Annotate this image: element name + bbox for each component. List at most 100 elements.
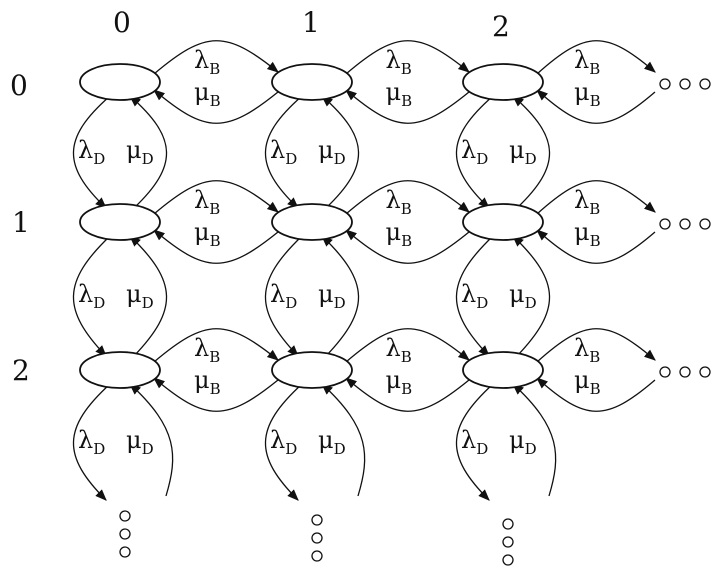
arc-vert-down-r0-c1 [264,95,303,209]
transition-arcs [72,40,656,501]
label-birth-r0-c2: λB [574,46,600,78]
arc-death-r0-c0 [153,89,279,124]
arc-birth-r2-c2 [536,328,656,363]
arc-death-r0-c2 [536,89,656,124]
row-2-continuation-dot-0 [659,366,671,378]
column-header-0: 0 [113,6,131,39]
arc-death-r1-c0 [153,229,279,264]
arc-vert-up-r2-c1 [321,383,366,497]
label-vdeath-r0-c0: μD [126,136,154,168]
continuation-dots [119,78,711,566]
label-vdeath-r0-c1: μD [318,136,346,168]
label-vbirth-r1-c2: λD [461,280,488,312]
label-birth-r0-c1: λB [386,46,412,78]
label-birth-r2-c0: λB [194,334,220,366]
label-vdeath-r2-c0: μD [126,426,154,458]
col-1-continuation-dot-2 [311,550,323,562]
label-death-r0-c1: μB [386,78,413,110]
label-vdeath-r2-c1: μD [318,426,346,458]
column-header-1: 1 [302,6,320,39]
label-death-r0-c0: μB [194,78,221,110]
arc-birth-r1-c0 [153,180,279,215]
label-birth-r1-c0: λB [194,186,220,218]
state-node-r1-c2 [462,203,544,241]
label-vdeath-r1-c2: μD [509,280,537,312]
arc-death-r2-c2 [536,377,656,412]
label-vbirth-r0-c2: λD [461,136,488,168]
row-2-continuation-dot-1 [679,366,691,378]
arc-vert-up-r0-c1 [321,95,360,209]
state-nodes [79,63,544,389]
label-vbirth-r2-c1: λD [270,426,297,458]
arc-vert-down-r0-c0 [72,95,111,209]
row-header-2: 2 [12,354,30,387]
arc-vert-up-r2-c0 [129,383,174,497]
col-0-continuation-dot-2 [119,546,131,558]
label-birth-r1-c1: λB [386,186,412,218]
arc-birth-r1-c1 [345,180,470,215]
label-birth-r0-c0: λB [194,46,220,78]
arc-vert-down-r1-c0 [72,235,111,357]
arc-vert-up-r1-c1 [321,235,360,357]
row-header-1: 1 [12,206,30,239]
arc-death-r1-c1 [345,229,470,264]
state-node-r2-c1 [271,351,353,389]
arc-vert-down-r1-c2 [455,235,494,357]
col-1-continuation-dot-1 [311,532,323,544]
arc-vert-up-r1-c0 [129,235,168,357]
label-death-r1-c1: μB [386,218,413,250]
state-node-r1-c1 [271,203,353,241]
arc-vert-down-r0-c2 [455,95,494,209]
row-0-continuation-dot-0 [659,78,671,90]
label-vbirth-r2-c2: λD [461,426,488,458]
row-0-continuation-dot-2 [699,78,711,90]
col-2-continuation-dot-0 [502,518,514,530]
label-vdeath-r0-c2: μD [509,136,537,168]
label-birth-r2-c1: λB [386,334,412,366]
label-vbirth-r0-c1: λD [270,136,297,168]
label-vbirth-r1-c1: λD [270,280,297,312]
arc-death-r2-c1 [345,377,470,412]
label-death-r2-c1: μB [386,366,413,398]
row-1-continuation-dot-0 [659,218,671,230]
arc-vert-up-r0-c0 [129,95,168,209]
label-vdeath-r2-c2: μD [509,426,537,458]
arc-death-r0-c1 [345,89,470,124]
label-birth-r1-c2: λB [574,186,600,218]
arc-birth-r1-c2 [536,180,656,215]
state-node-r0-c1 [271,63,353,101]
state-node-r0-c2 [462,63,544,101]
label-death-r1-c0: μB [194,218,221,250]
label-death-r0-c2: μB [574,78,601,110]
row-0-continuation-dot-1 [679,78,691,90]
arc-birth-r2-c0 [153,328,279,363]
arc-birth-r0-c0 [153,40,279,75]
col-0-continuation-dot-0 [119,510,131,522]
label-vbirth-r0-c0: λD [78,136,105,168]
arc-vert-up-r0-c2 [512,95,551,209]
label-vbirth-r2-c0: λD [78,426,105,458]
arc-vert-down-r2-c0 [72,383,111,501]
state-node-r1-c0 [79,203,161,241]
column-header-2: 2 [492,10,510,43]
arc-death-r2-c0 [153,377,279,412]
arc-vert-down-r1-c1 [264,235,303,357]
arc-death-r1-c2 [536,229,656,264]
row-1-continuation-dot-1 [679,218,691,230]
label-death-r1-c2: μB [574,218,601,250]
label-death-r2-c0: μB [194,366,221,398]
label-vdeath-r1-c0: μD [126,280,154,312]
col-0-continuation-dot-1 [119,528,131,540]
label-vbirth-r1-c0: λD [78,280,105,312]
row-header-0: 0 [10,69,28,102]
row-2-continuation-dot-2 [699,366,711,378]
col-2-continuation-dot-1 [502,536,514,548]
label-vdeath-r1-c1: μD [318,280,346,312]
state-node-r0-c0 [79,63,161,101]
label-birth-r2-c2: λB [574,334,600,366]
col-2-continuation-dot-2 [502,554,514,566]
state-node-r2-c2 [462,351,544,389]
label-death-r2-c2: μB [574,366,601,398]
